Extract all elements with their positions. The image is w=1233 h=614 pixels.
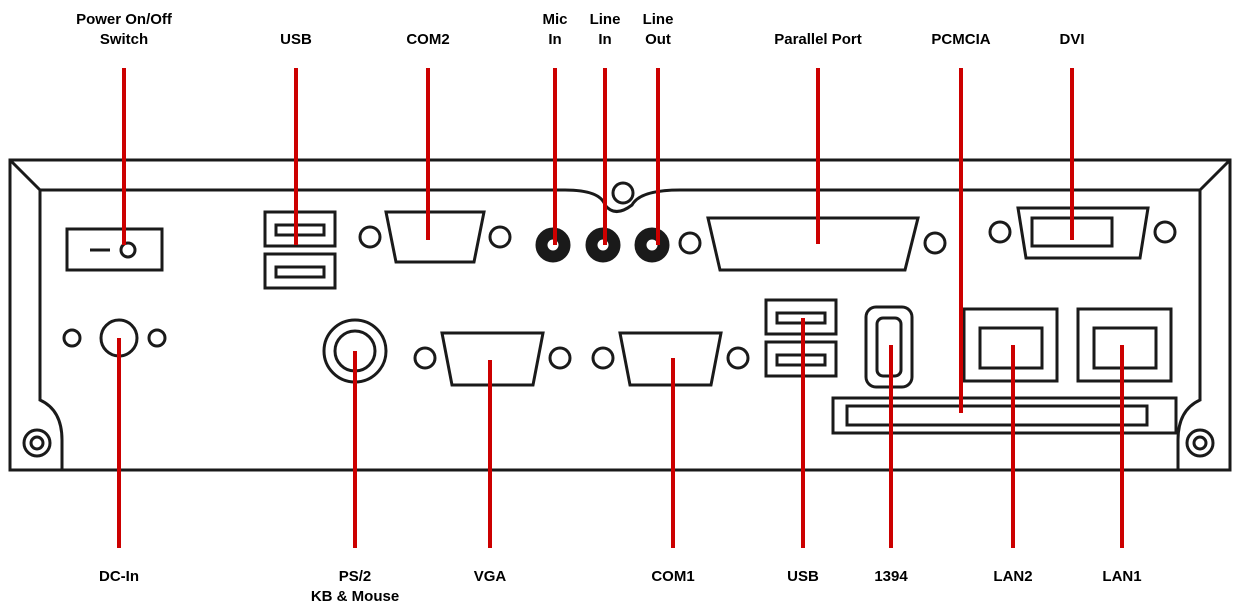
label-ieee1394: 1394 bbox=[874, 567, 907, 587]
dc-in-jack bbox=[62, 318, 167, 358]
label-mic-line: In bbox=[548, 31, 562, 48]
label-dvi-line: DVI bbox=[1059, 31, 1085, 48]
label-power-line: Switch bbox=[99, 31, 149, 48]
com2-port bbox=[358, 210, 512, 264]
label-lan2-line: LAN2 bbox=[993, 568, 1033, 585]
label-com2-line: COM2 bbox=[406, 31, 450, 48]
leader-line-usb-top bbox=[294, 68, 298, 245]
label-usb-top: USB bbox=[280, 30, 312, 50]
label-lineout-line: Out bbox=[645, 31, 671, 48]
leader-line-pcmcia bbox=[959, 68, 963, 413]
label-dvi: DVI bbox=[1059, 30, 1084, 50]
pcmcia-slot bbox=[831, 396, 1178, 435]
dvi-port bbox=[988, 206, 1177, 260]
label-com1-line: COM1 bbox=[651, 568, 695, 585]
label-usb-bottom-line: USB bbox=[787, 568, 819, 585]
label-usb-top-line: USB bbox=[280, 31, 312, 48]
parallel-port bbox=[678, 216, 947, 272]
label-lan2: LAN2 bbox=[993, 567, 1032, 587]
label-linein-line: In bbox=[598, 31, 612, 48]
leader-line-com1 bbox=[671, 358, 675, 548]
leader-line-ieee1394 bbox=[889, 345, 893, 548]
leader-line-lineout bbox=[656, 68, 660, 245]
label-ps2-line: PS/2 bbox=[338, 568, 372, 585]
leader-line-power bbox=[122, 68, 126, 245]
leader-line-mic bbox=[553, 68, 557, 245]
label-pcmcia-line: PCMCIA bbox=[931, 31, 991, 48]
usb-top-ports bbox=[263, 210, 337, 290]
leader-line-linein bbox=[603, 68, 607, 245]
leader-line-lan1 bbox=[1120, 345, 1124, 548]
label-ps2: PS/2 KB & Mouse bbox=[311, 567, 399, 607]
label-power-line: Power On/Off bbox=[76, 11, 172, 28]
leader-line-parallel bbox=[816, 68, 820, 244]
label-dcin-line: DC-In bbox=[99, 568, 139, 585]
leader-line-usb-bottom bbox=[801, 318, 805, 548]
label-pcmcia: PCMCIA bbox=[931, 30, 990, 50]
label-linein-line: Line bbox=[589, 11, 621, 28]
corner-screws bbox=[22, 181, 1215, 458]
label-lan1: LAN1 bbox=[1102, 567, 1141, 587]
label-ps2-line: KB & Mouse bbox=[310, 588, 400, 605]
label-ieee1394-line: 1394 bbox=[874, 568, 908, 585]
label-vga-line: VGA bbox=[473, 568, 507, 585]
leader-line-ps2 bbox=[353, 351, 357, 548]
leader-line-vga bbox=[488, 360, 492, 548]
com1-port bbox=[591, 331, 750, 387]
power-switch bbox=[65, 227, 164, 272]
chassis bbox=[8, 158, 1232, 472]
label-dcin: DC-In bbox=[99, 567, 139, 587]
label-lan1-line: LAN1 bbox=[1102, 568, 1142, 585]
label-parallel: Parallel Port bbox=[774, 30, 862, 50]
leader-line-dvi bbox=[1070, 68, 1074, 240]
vga-port bbox=[413, 331, 572, 387]
label-lineout-line: Line bbox=[642, 11, 674, 28]
leader-line-com2 bbox=[426, 68, 430, 240]
label-mic-line: Mic bbox=[542, 11, 568, 28]
lan-ports bbox=[962, 307, 1173, 383]
label-vga: VGA bbox=[474, 567, 507, 587]
label-parallel-line: Parallel Port bbox=[774, 31, 862, 48]
label-usb-bottom: USB bbox=[787, 567, 819, 587]
leader-line-dcin bbox=[117, 338, 121, 548]
label-com2: COM2 bbox=[406, 30, 449, 50]
audio-jacks bbox=[535, 227, 670, 263]
leader-line-lan2 bbox=[1011, 345, 1015, 548]
label-com1: COM1 bbox=[651, 567, 694, 587]
